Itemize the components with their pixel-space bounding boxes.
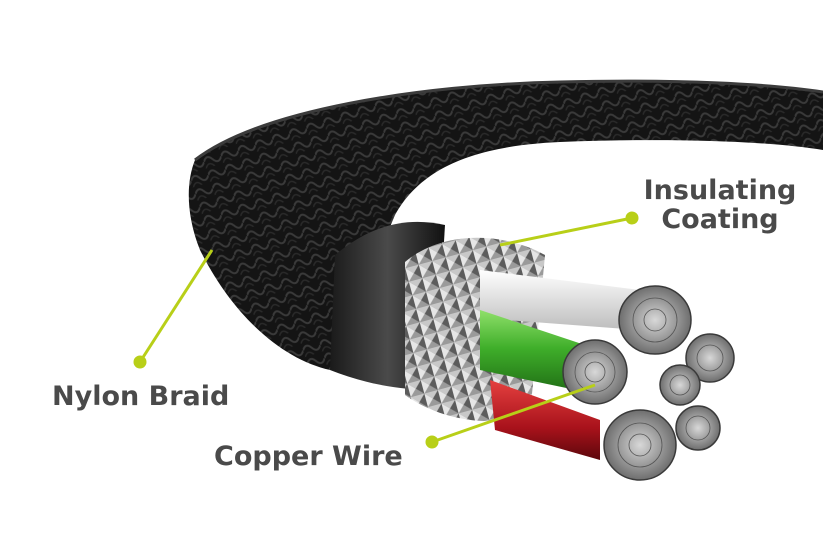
label-insulating-coating: Insulating Coating <box>640 176 800 234</box>
label-copper-wire: Copper Wire <box>214 442 403 471</box>
label-insulating-line2: Coating <box>640 205 800 234</box>
label-nylon-braid: Nylon Braid <box>52 382 229 411</box>
label-insulating-line1: Insulating <box>640 176 800 205</box>
